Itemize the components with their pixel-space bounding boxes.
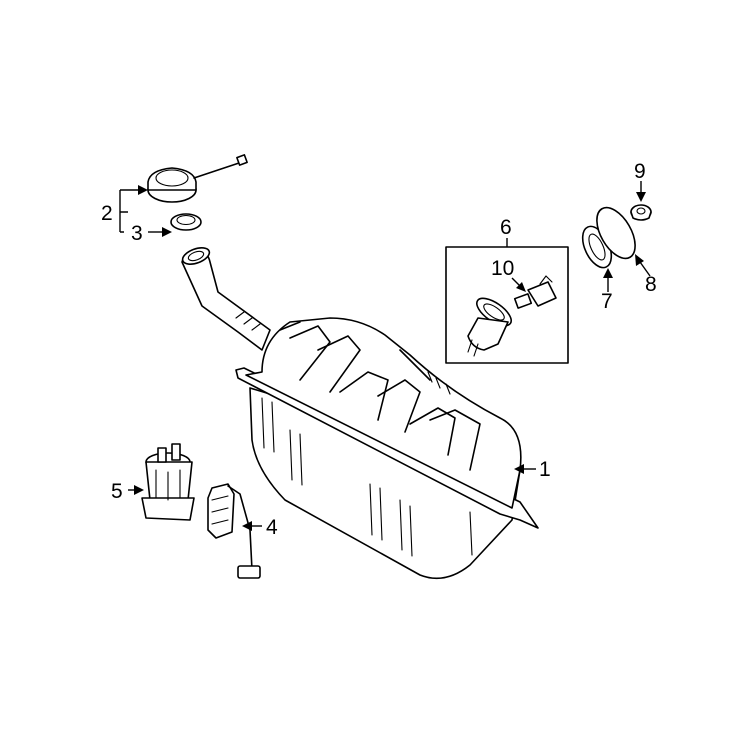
callout-4: 4 [266, 516, 278, 539]
callout-8: 8 [645, 273, 657, 296]
arrow-5 [134, 485, 144, 495]
vent-valve [467, 297, 512, 357]
arrow-8 [635, 254, 644, 266]
arrow-1 [514, 464, 524, 474]
callout-3: 3 [131, 222, 143, 245]
filler-neck-pipe [181, 247, 271, 351]
fuel-level-sender [207, 483, 261, 579]
nut [630, 204, 652, 221]
arrow-2 [138, 185, 148, 195]
arrow-4 [242, 521, 252, 531]
arrow-10 [516, 282, 526, 292]
callout-6: 6 [500, 216, 512, 239]
callout-2: 2 [101, 202, 113, 225]
vent-sensor [513, 275, 557, 309]
arrow-7 [603, 268, 613, 278]
fuel-filler-cap [147, 154, 248, 203]
arrow-3 [162, 227, 172, 237]
callout-1: 1 [539, 458, 551, 481]
callout-9: 9 [634, 160, 646, 183]
mounting-plate [596, 206, 636, 260]
leader-2 [119, 189, 140, 233]
arrow-9 [636, 192, 646, 202]
callout-7: 7 [601, 290, 613, 313]
fuel-pump-module [141, 443, 195, 521]
leader-8 [639, 261, 651, 277]
callout-10: 10 [491, 257, 514, 280]
callout-5: 5 [111, 480, 123, 503]
filler-seal-ring [170, 213, 202, 231]
leader-10 [511, 277, 521, 287]
fuel-tank [235, 317, 539, 580]
